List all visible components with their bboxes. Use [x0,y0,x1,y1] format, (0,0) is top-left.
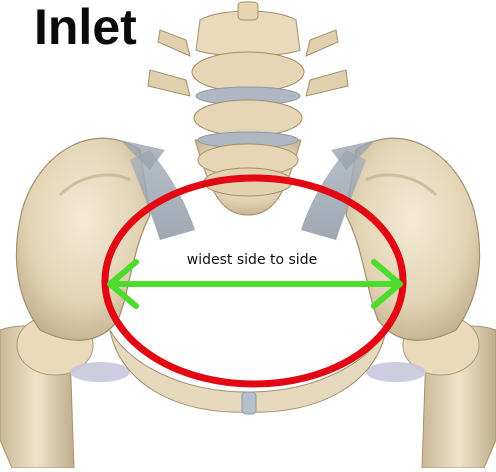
left-cartilage [70,362,130,382]
widest-width-arrow [110,262,400,306]
pubic-symphysis [242,392,256,414]
arrow-label: widest side to side [187,252,317,268]
right-cartilage [366,362,426,382]
right-ilium [346,138,480,340]
lumbar-spine [148,2,348,196]
left-ilium [16,138,150,340]
page-title: Inlet [34,2,137,52]
